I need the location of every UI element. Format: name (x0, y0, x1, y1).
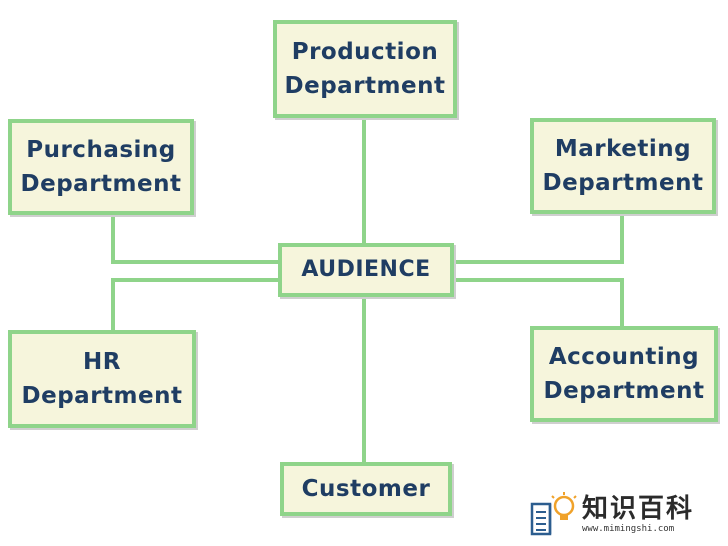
customer-label: Customer (301, 476, 431, 502)
edge-audience-marketing (454, 214, 624, 264)
accounting-department-label-line-1: Accounting (548, 344, 700, 370)
accounting-department-label-line-2: Department (543, 378, 705, 404)
edge-audience-accounting (454, 278, 624, 326)
purchasing-department-label-line-2: Department (20, 171, 182, 197)
purchasing-department-label-line-1: Purchasing (26, 137, 176, 163)
production-department-label-line-2: Department (284, 73, 446, 99)
customer-node: Customer (280, 462, 452, 516)
hr-department-node: HR Department (8, 330, 196, 428)
production-department-label-line-1: Production (291, 39, 439, 65)
watermark-site-text: www.mimingshi.com (582, 524, 675, 534)
marketing-department-label-line-1: Marketing (554, 136, 692, 162)
book-lightbulb-icon (530, 492, 577, 536)
audience-label: AUDIENCE (301, 257, 431, 282)
watermark-brand-text: 知识百科 (582, 494, 695, 524)
edge-audience-hr (111, 278, 278, 330)
production-department-node: Production Department (273, 20, 457, 118)
marketing-department-node: Marketing Department (530, 118, 716, 214)
hr-department-label-line-2: Department (21, 383, 183, 409)
purchasing-department-node: Purchasing Department (8, 119, 194, 215)
watermark: 知识百科 www.mimingshi.com (528, 488, 724, 542)
audience-node: AUDIENCE (278, 243, 454, 297)
edge-audience-purchasing (111, 215, 278, 264)
hr-department-label-line-1: HR (83, 349, 121, 375)
marketing-department-label-line-2: Department (542, 170, 704, 196)
accounting-department-node: Accounting Department (530, 326, 718, 422)
